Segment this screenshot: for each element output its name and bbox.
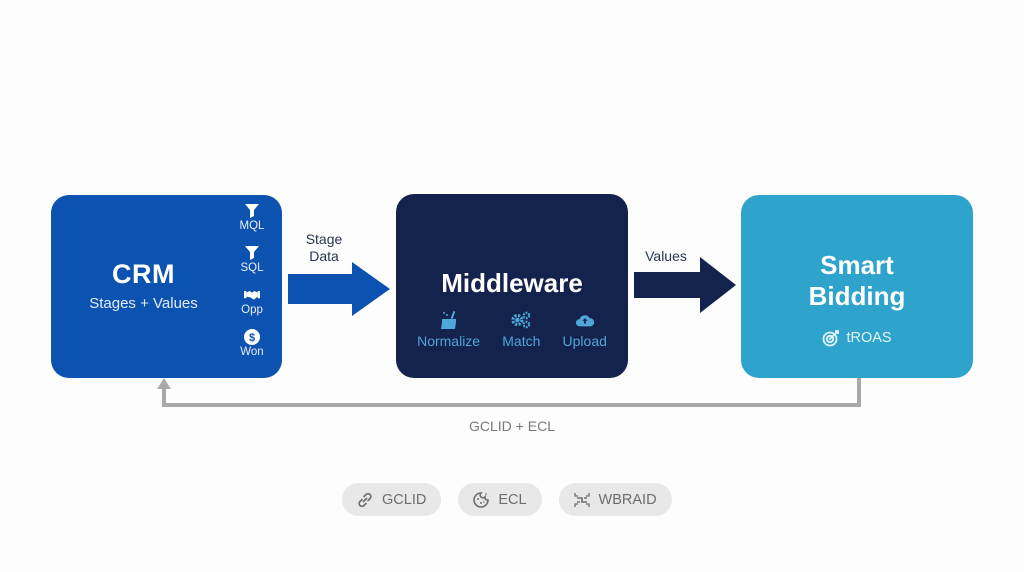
feedback-loop-arrow (157, 378, 861, 407)
chip-gclid: GCLID (342, 483, 442, 516)
crm-node: CRM Stages + Values MQL SQL Opp $ Won (51, 195, 282, 378)
tool-label: Normalize (417, 333, 481, 349)
dollar-icon: $ (244, 329, 260, 345)
connect-icon (573, 492, 590, 507)
chip-label: ECL (498, 491, 527, 508)
cloud-upload-icon (575, 315, 594, 327)
smart-bidding-title-line2: Bidding (808, 281, 906, 311)
stage-data-label-line1: Stage (305, 231, 343, 247)
tool-label: Match (502, 333, 541, 349)
chip-label: GCLID (382, 491, 427, 508)
funnel-icon (245, 204, 259, 218)
troas-label: tROAS (846, 330, 892, 346)
middleware-title: Middleware (441, 268, 583, 298)
chip-wbraid: WBRAID (558, 483, 672, 516)
tool-normalize: Normalize (417, 311, 480, 349)
handshake-icon (244, 291, 260, 300)
cookie-icon (473, 491, 490, 508)
crm-subtitle: Stages + Values (89, 295, 198, 312)
stage-won: $ Won (234, 329, 270, 371)
feedback-loop-label: GCLID + ECL (469, 418, 555, 434)
stage-label: Won (240, 346, 264, 358)
stage-sql: SQL (234, 245, 270, 287)
gears-icon (511, 311, 531, 329)
crm-title: CRM (112, 259, 175, 289)
target-icon (823, 330, 840, 347)
broom-icon (440, 311, 456, 329)
stage-label: SQL (240, 262, 264, 274)
stage-label: MQL (239, 220, 265, 232)
values-label: Values (645, 248, 687, 264)
middleware-tools: Normalize Match Upload (406, 311, 618, 349)
svg-text:$: $ (249, 332, 255, 344)
crm-to-middleware-arrow (288, 262, 390, 316)
stage-opp: Opp (234, 287, 270, 329)
stage-data-label: Stage Data (298, 231, 350, 265)
chip-ecl: ECL (458, 483, 542, 516)
troas-tag: tROAS (741, 329, 973, 347)
stage-mql: MQL (234, 203, 270, 245)
link-icon (358, 492, 372, 507)
identifier-chips: GCLID ECL WBRAID (342, 483, 672, 516)
crm-stage-list: MQL SQL Opp $ Won (234, 203, 270, 371)
smart-bidding-title-line1: Smart (820, 250, 894, 280)
tool-upload: Upload (563, 311, 607, 349)
tool-match: Match (502, 311, 540, 349)
chip-label: WBRAID (598, 491, 657, 508)
middleware-node: Middleware Normalize Match Upload (396, 194, 628, 378)
smart-bidding-title: Smart Bidding (741, 250, 973, 312)
tool-label: Upload (562, 333, 607, 349)
middleware-to-smart-arrow (634, 257, 736, 313)
funnel-icon (245, 246, 259, 260)
smart-bidding-node: Smart Bidding tROAS (741, 195, 973, 378)
stage-label: Opp (241, 304, 263, 316)
stage-data-label-line2: Data (309, 248, 339, 264)
